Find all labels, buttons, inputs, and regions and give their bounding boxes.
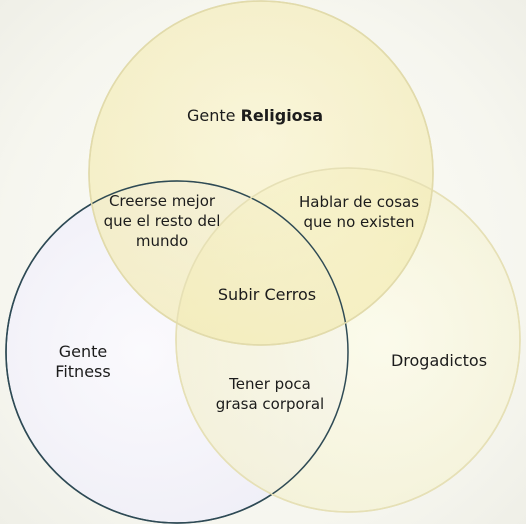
label-religiosa-drogadictos: Hablar de cosas que no existen xyxy=(298,193,420,231)
label-gente-fitness: Gente Fitness xyxy=(55,342,111,381)
outline-religiosa xyxy=(88,0,434,346)
label-religiosa-fitness: Creerse mejor que el resto del mundo xyxy=(103,192,221,250)
label-gente-religiosa: Gente Religiosa xyxy=(187,106,323,125)
outline-fitness xyxy=(5,180,349,524)
label-drogadictos: Drogadictos xyxy=(390,351,488,370)
label-center: Subir Cerros xyxy=(217,285,317,304)
label-fitness-drogadictos: Tener poca grasa corporal xyxy=(215,375,325,413)
outline-drogadictos xyxy=(175,167,521,513)
